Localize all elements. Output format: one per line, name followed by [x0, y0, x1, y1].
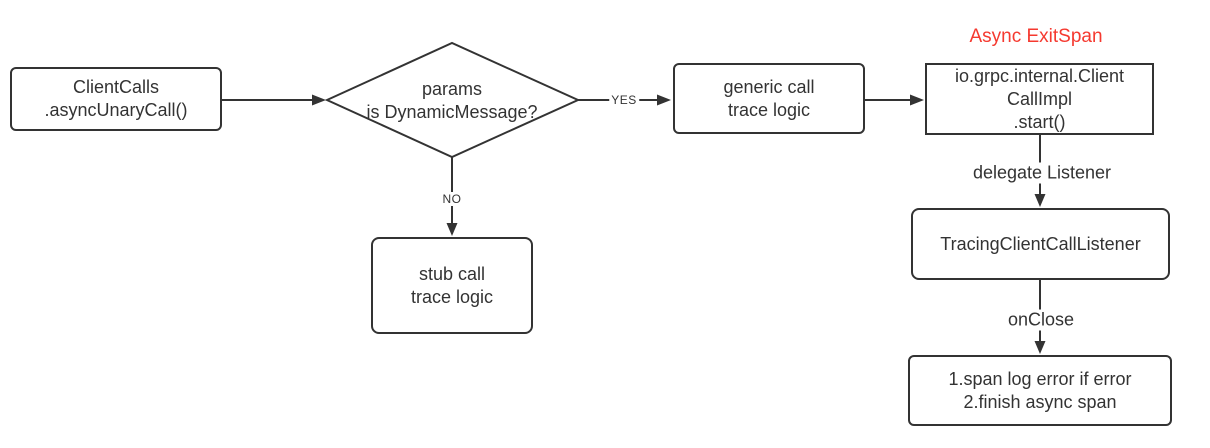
- node-generic-call-trace: generic call trace logic: [673, 63, 865, 134]
- edge-label-delegate-listener: delegate Listener: [970, 162, 1114, 184]
- edge-label-yes: YES: [609, 93, 639, 107]
- arrowhead-to-decision: [312, 94, 326, 106]
- decision-label: params is DynamicMessage?: [366, 79, 538, 122]
- arrowhead-no: [446, 223, 458, 236]
- arrowhead-to-final: [1034, 341, 1046, 354]
- edge-label-no: NO: [440, 192, 464, 206]
- async-exitspan-annotation: Async ExitSpan: [969, 26, 1103, 47]
- node-tracing-client-call-listener: TracingClientCallListener: [911, 208, 1170, 280]
- arrowhead-yes: [657, 94, 671, 106]
- arrowhead-to-tracing: [1034, 194, 1046, 207]
- edge-label-onclose: onClose: [1005, 309, 1077, 331]
- node-stub-call-trace: stub call trace logic: [371, 237, 533, 334]
- node-client-call-impl: io.grpc.internal.Client CallImpl .start(…: [925, 63, 1154, 135]
- node-client-calls: ClientCalls .asyncUnaryCall(): [10, 67, 222, 131]
- node-on-close-actions: 1.span log error if error 2.finish async…: [908, 355, 1172, 426]
- arrowhead-to-impl: [910, 94, 924, 106]
